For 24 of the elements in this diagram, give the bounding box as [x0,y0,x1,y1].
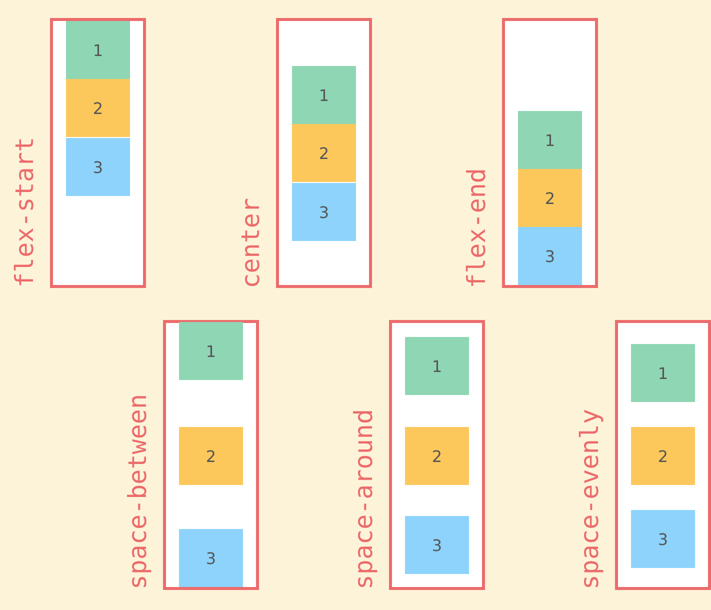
flex-item: 1 [66,21,130,79]
flex-item: 2 [292,124,356,182]
container-label: flex-end [462,168,492,288]
container-label: space-evenly [575,409,605,590]
flex-item: 3 [179,529,243,587]
flex-item: 3 [66,138,130,196]
flex-item: 3 [292,183,356,241]
flex-item: 1 [631,344,695,402]
flex-item: 1 [518,111,582,169]
flex-item: 2 [518,169,582,227]
container-label: space-around [349,409,379,590]
flex-item: 3 [405,516,469,574]
flex-item: 2 [179,427,243,485]
container-label: center [236,198,266,288]
flex-item: 1 [292,66,356,124]
flex-item: 3 [631,510,695,568]
flex-item: 2 [405,427,469,485]
flex-item: 2 [66,79,130,137]
flex-item: 2 [631,427,695,485]
container-label: flex-start [10,137,40,288]
flex-item: 1 [405,337,469,395]
container-label: space-between [123,394,153,590]
flex-item: 3 [518,227,582,285]
flex-item: 1 [179,322,243,380]
